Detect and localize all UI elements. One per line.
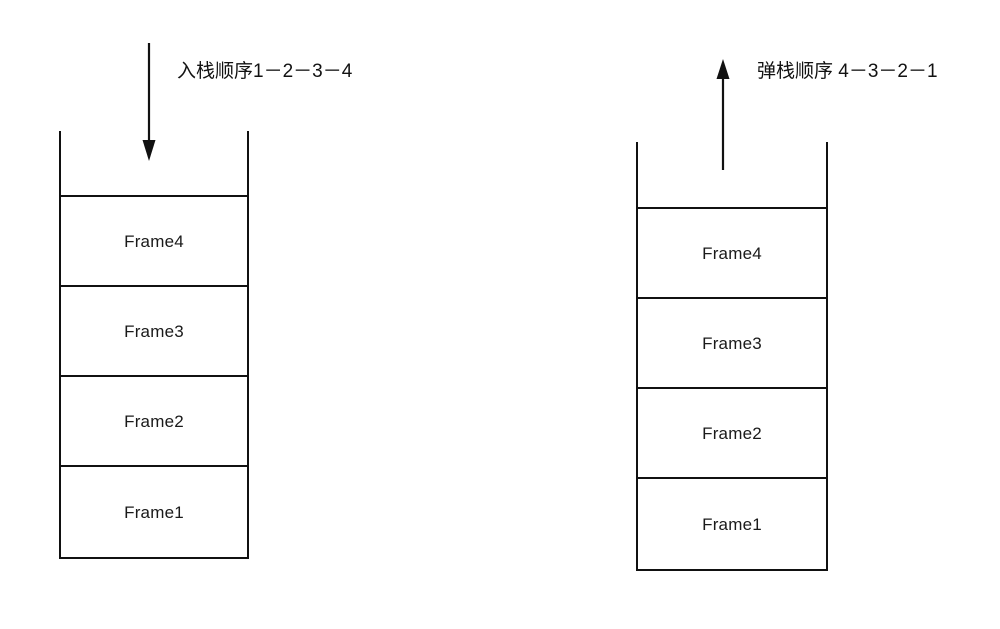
stack-frame[interactable]: Frame4: [61, 197, 247, 287]
push-order-caption: 入栈顺序1－2－3－4: [177, 61, 353, 82]
arrow-up-icon: [716, 59, 730, 170]
pop-stack-frames: Frame4 Frame3 Frame2 Frame1: [636, 207, 828, 571]
stack-frame[interactable]: Frame3: [61, 287, 247, 377]
stack-frame-label: Frame1: [702, 514, 762, 534]
stack-frame[interactable]: Frame1: [61, 467, 247, 557]
pop-order-caption: 弹栈顺序 4－3－2－1: [757, 61, 938, 82]
stack-frame-label: Frame4: [124, 231, 184, 251]
arrow-down-icon: [142, 43, 156, 161]
stack-frame-label: Frame4: [702, 243, 762, 263]
stack-frame[interactable]: Frame1: [638, 479, 826, 569]
stack-frame-label: Frame1: [124, 502, 184, 522]
stack-frame[interactable]: Frame4: [638, 209, 826, 299]
stack-frame-label: Frame3: [702, 333, 762, 353]
stack-frame[interactable]: Frame3: [638, 299, 826, 389]
stack-frame[interactable]: Frame2: [638, 389, 826, 479]
stack-frame[interactable]: Frame2: [61, 377, 247, 467]
stack-frame-label: Frame3: [124, 321, 184, 341]
stack-frame-label: Frame2: [702, 423, 762, 443]
stack-frame-label: Frame2: [124, 411, 184, 431]
push-stack-frames: Frame4 Frame3 Frame2 Frame1: [59, 195, 249, 559]
